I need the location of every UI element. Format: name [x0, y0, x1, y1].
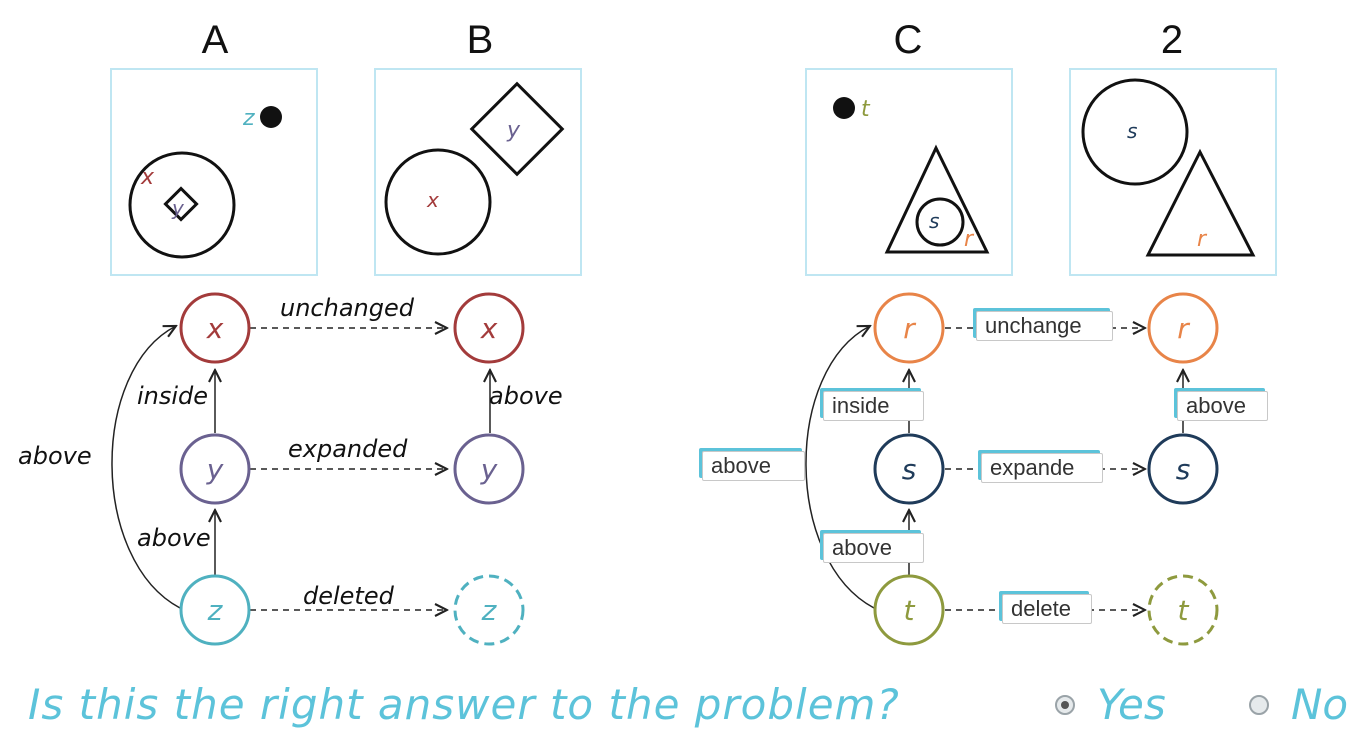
label-expanded: expanded	[288, 435, 408, 463]
blank-above-left-text: above	[711, 453, 771, 478]
node-r2-label: r	[1177, 312, 1190, 345]
node-t2-label: t	[1178, 594, 1190, 627]
panel-b-y-diamond	[469, 81, 565, 177]
panel-b-x-circle	[384, 148, 492, 256]
panel-c-r-label: r	[964, 227, 975, 252]
node-x	[179, 292, 251, 364]
label-above-left: above	[18, 442, 92, 470]
panel-a-z-dot	[260, 106, 282, 128]
radio-no-label[interactable]: No	[1291, 680, 1349, 729]
label-above-right: above	[489, 382, 563, 410]
panel-c: t s r	[805, 68, 1013, 276]
panel-2-frame	[1069, 68, 1277, 276]
blank-above-left[interactable]: above	[702, 451, 805, 481]
radio-yes[interactable]: Yes	[1055, 680, 1166, 729]
panel-a-x-circle	[128, 151, 236, 259]
panel-2-r-triangle	[1145, 148, 1256, 257]
node-y	[179, 433, 251, 505]
panel-2-r-label: r	[1197, 227, 1208, 252]
node-r-label: r	[903, 312, 916, 345]
radio-no-dot-icon[interactable]	[1249, 694, 1269, 715]
panel-2: s r	[1069, 68, 1277, 276]
label-inside: inside	[137, 382, 208, 410]
panel-2-s-label: s	[1127, 119, 1137, 143]
panel-c-t-label: t	[861, 97, 871, 122]
panel-a-y-label: y	[171, 196, 185, 220]
node-t-label: t	[904, 594, 916, 627]
node-z	[179, 574, 251, 646]
node-s	[873, 433, 945, 505]
blank-unchange[interactable]: unchange	[976, 311, 1113, 341]
header-2: 2	[1160, 18, 1184, 62]
panel-c-s-circle	[915, 197, 965, 247]
radio-yes-dot-icon[interactable]	[1055, 694, 1075, 715]
panel-2-s-circle	[1081, 78, 1189, 186]
node-y2-label: y	[480, 453, 498, 486]
node-y2	[453, 433, 525, 505]
radio-no[interactable]: No	[1249, 680, 1348, 729]
blank-above-right-text: above	[1186, 393, 1246, 418]
left-graph: unchanged inside above above expanded ab…	[18, 292, 563, 646]
panel-a: x y z	[110, 68, 318, 276]
node-r2	[1147, 292, 1219, 364]
panel-b-x-label: x	[426, 188, 439, 212]
node-x-label: x	[206, 312, 224, 345]
blank-inside-text: inside	[832, 393, 890, 418]
node-y-label: y	[206, 453, 224, 486]
panel-b: x y	[374, 68, 582, 276]
label-deleted: deleted	[303, 582, 395, 610]
panel-a-x-label: x	[140, 165, 155, 190]
node-s2-label: s	[1176, 453, 1191, 486]
node-t	[873, 574, 945, 646]
edge-t-above-r	[805, 326, 875, 609]
panel-b-y-label: y	[506, 118, 521, 143]
node-t2	[1147, 574, 1219, 646]
header-b: B	[466, 18, 494, 62]
node-s2	[1147, 433, 1219, 505]
header-c: C	[893, 18, 923, 62]
blank-inside[interactable]: inside	[823, 391, 924, 421]
node-s-label: s	[902, 453, 917, 486]
panel-c-t-dot	[833, 97, 855, 119]
right-graph: r r s s t t	[805, 292, 1219, 646]
label-above-bottom: above	[137, 524, 211, 552]
blank-above-bottom-text: above	[832, 535, 892, 560]
panel-a-z-label: z	[242, 106, 255, 131]
panel-c-r-triangle	[884, 144, 990, 254]
question-text: Is this the right answer to the problem?	[28, 680, 900, 729]
panel-a-y-diamond	[163, 186, 199, 222]
panel-a-frame	[110, 68, 318, 276]
blank-above-right[interactable]: above	[1177, 391, 1268, 421]
blank-expande[interactable]: expande	[981, 453, 1103, 483]
panel-c-s-label: s	[929, 209, 939, 233]
blank-expande-text: expande	[990, 455, 1075, 480]
blank-unchange-text: unchange	[985, 313, 1082, 338]
node-r	[873, 292, 945, 364]
radio-yes-label[interactable]: Yes	[1097, 680, 1166, 729]
node-x2	[453, 292, 525, 364]
label-unchanged: unchanged	[280, 294, 415, 322]
blank-delete-text: delete	[1011, 596, 1071, 621]
edge-z-above-x	[111, 326, 181, 609]
blank-above-bottom[interactable]: above	[823, 533, 924, 563]
node-z-label: z	[207, 594, 224, 627]
panel-b-frame	[374, 68, 582, 276]
header-a: A	[201, 18, 229, 62]
node-z2	[453, 574, 525, 646]
node-z2-label: z	[481, 594, 498, 627]
panel-c-frame	[805, 68, 1013, 276]
node-x2-label: x	[480, 312, 498, 345]
blank-delete[interactable]: delete	[1002, 594, 1092, 624]
